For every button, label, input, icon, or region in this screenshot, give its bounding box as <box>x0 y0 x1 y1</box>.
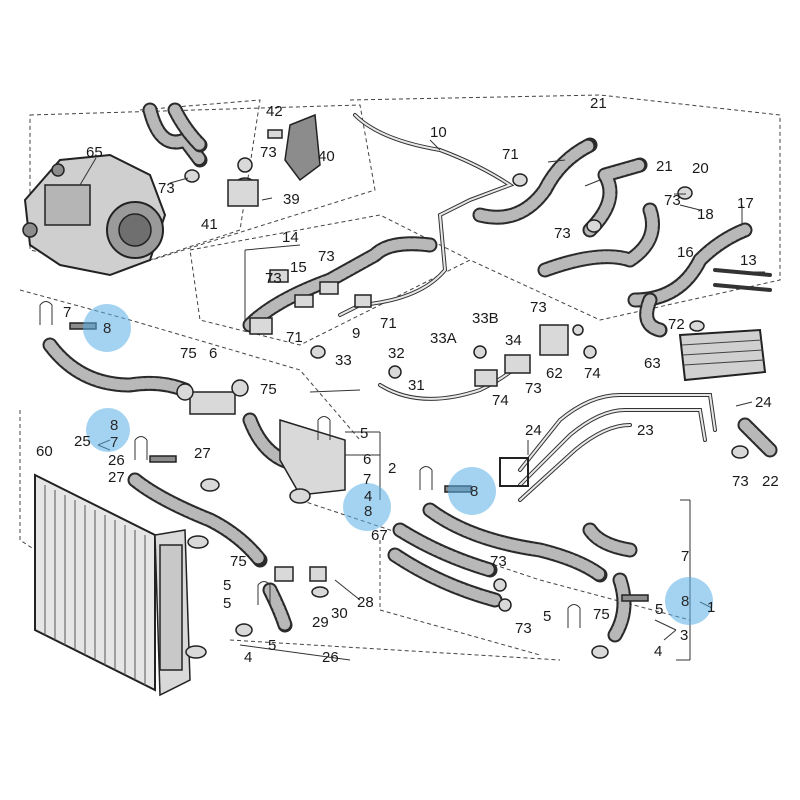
callout-3: 3 <box>680 627 688 644</box>
highlight-circle <box>86 408 130 452</box>
callout-13: 13 <box>740 252 757 269</box>
callout-60: 60 <box>36 443 53 460</box>
callout-74: 74 <box>492 392 509 409</box>
callout-20: 20 <box>692 160 709 177</box>
callout-33B: 33B <box>472 310 499 327</box>
callout-8: 8 <box>681 593 689 610</box>
callout-27: 27 <box>108 469 125 486</box>
callout-5: 5 <box>655 601 663 618</box>
callout-16: 16 <box>677 244 694 261</box>
callout-75: 75 <box>230 553 247 570</box>
callout-73: 73 <box>260 144 277 161</box>
callout-10: 10 <box>430 124 447 141</box>
callout-72: 72 <box>668 316 685 333</box>
callout-73: 73 <box>265 270 282 287</box>
callout-65: 65 <box>86 144 103 161</box>
callout-21: 21 <box>656 158 673 175</box>
callout-25: 25 <box>74 433 91 450</box>
callout-31: 31 <box>408 377 425 394</box>
callout-75: 75 <box>180 345 197 362</box>
callout-73: 73 <box>664 192 681 209</box>
callout-8: 8 <box>110 417 118 434</box>
callout-71: 71 <box>380 315 397 332</box>
callout-42: 42 <box>266 103 283 120</box>
callout-6: 6 <box>209 345 217 362</box>
callout-63: 63 <box>644 355 661 372</box>
callout-28: 28 <box>357 594 374 611</box>
callout-15: 15 <box>290 259 307 276</box>
oil-cooler-icon <box>678 328 767 382</box>
callout-4: 4 <box>244 649 252 666</box>
callout-17: 17 <box>737 195 754 212</box>
callout-24: 24 <box>525 422 542 439</box>
callout-33A: 33A <box>430 330 457 347</box>
highlight-circle <box>448 467 496 515</box>
callout-75: 75 <box>260 381 277 398</box>
callout-5: 5 <box>223 577 231 594</box>
callout-32: 32 <box>388 345 405 362</box>
callout-71: 71 <box>286 329 303 346</box>
callout-39: 39 <box>283 191 300 208</box>
callout-14: 14 <box>282 229 299 246</box>
callout-7: 7 <box>363 471 371 488</box>
callout-5: 5 <box>268 637 276 654</box>
callout-6: 6 <box>363 451 371 468</box>
callout-27: 27 <box>194 445 211 462</box>
callout-5: 5 <box>360 425 368 442</box>
callout-73: 73 <box>490 553 507 570</box>
callout-33: 33 <box>335 352 352 369</box>
callout-22: 22 <box>762 473 779 490</box>
callout-73: 73 <box>530 299 547 316</box>
callout-73: 73 <box>554 225 571 242</box>
highlight-circle <box>665 577 713 625</box>
callout-8: 8 <box>103 320 111 337</box>
callout-8: 8 <box>470 483 478 500</box>
water-pump-icon <box>22 153 167 277</box>
callout-8: 8 <box>364 503 372 520</box>
callout-5: 5 <box>543 608 551 625</box>
callout-5: 5 <box>223 595 231 612</box>
callout-labels: 65 42 73 40 73 39 41 10 71 21 21 20 73 1… <box>36 95 779 666</box>
callout-73: 73 <box>318 248 335 265</box>
callout-1: 1 <box>707 599 715 616</box>
callout-29: 29 <box>312 614 329 631</box>
callout-74: 74 <box>584 365 601 382</box>
callout-62: 62 <box>546 365 563 382</box>
callout-7: 7 <box>63 304 71 321</box>
highlight-circle <box>83 304 131 352</box>
radiator-icon <box>34 473 209 697</box>
callout-73: 73 <box>515 620 532 637</box>
callout-30: 30 <box>331 605 348 622</box>
callout-75: 75 <box>593 606 610 623</box>
callout-73: 73 <box>732 473 749 490</box>
callout-7: 7 <box>681 548 689 565</box>
callout-9: 9 <box>352 325 360 342</box>
callout-26: 26 <box>322 649 339 666</box>
callout-4: 4 <box>364 488 372 505</box>
callout-71: 71 <box>502 146 519 163</box>
callout-26: 26 <box>108 452 125 469</box>
highlight-circle <box>343 483 391 531</box>
callout-24: 24 <box>755 394 772 411</box>
callout-34: 34 <box>505 332 522 349</box>
hoses <box>42 102 778 643</box>
callout-40: 40 <box>318 148 335 165</box>
callout-73: 73 <box>158 180 175 197</box>
rigid-pipes <box>338 113 772 502</box>
callout-21: 21 <box>590 95 607 112</box>
highlight-markers <box>83 304 713 625</box>
callout-73: 73 <box>525 380 542 397</box>
callout-23: 23 <box>637 422 654 439</box>
callout-2: 2 <box>388 460 396 477</box>
small-parts <box>39 113 749 659</box>
callout-4: 4 <box>654 643 662 660</box>
callout-7: 7 <box>110 434 118 451</box>
callout-18: 18 <box>697 206 714 223</box>
callout-67: 67 <box>371 527 388 544</box>
callout-41: 41 <box>201 216 218 233</box>
